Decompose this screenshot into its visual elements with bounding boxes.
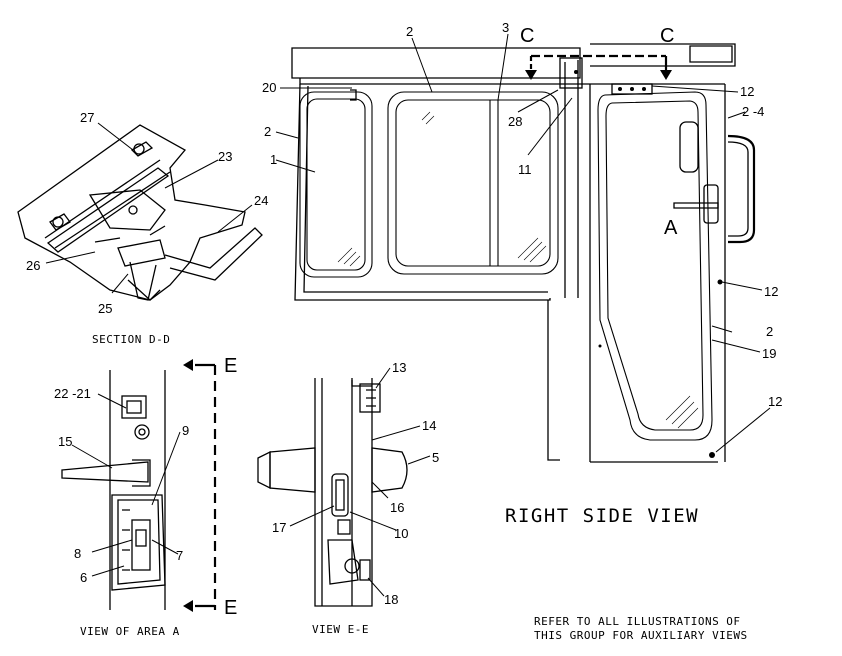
callout-12-bottom: 12 [768, 394, 782, 409]
callout-26: 26 [26, 258, 40, 273]
callout-12-mid: 12 [764, 284, 778, 299]
callout-7: 7 [176, 548, 183, 563]
section-c-marker-right: C [660, 25, 674, 47]
callout-2-front: 2 [264, 124, 271, 139]
callout-5: 5 [432, 450, 439, 465]
auxiliary-views-note: REFER TO ALL ILLUSTRATIONS OF THIS GROUP… [534, 615, 748, 642]
view-e-e-caption: VIEW E-E [312, 623, 369, 636]
section-d-d: 27 23 24 26 25 SECTION D-D [17, 110, 268, 346]
callout-2-4: 2 -4 [742, 104, 764, 119]
callout-9: 9 [182, 423, 189, 438]
section-e-marker-bottom: E [224, 597, 237, 619]
callout-10: 10 [394, 526, 408, 541]
view-of-area-a: 22 -21 15 9 8 7 6 E E VIEW OF AREA A [54, 355, 237, 638]
callout-2-roof: 2 [406, 24, 413, 39]
callout-1: 1 [270, 152, 277, 167]
note-line-1: REFER TO ALL ILLUSTRATIONS OF [534, 615, 741, 628]
callout-22-21: 22 -21 [54, 386, 91, 401]
callout-8: 8 [74, 546, 81, 561]
right-side-view-title: RIGHT SIDE VIEW [505, 505, 699, 527]
view-e-e: 13 14 16 17 10 18 5 VIEW E-E [257, 360, 439, 636]
callout-28: 28 [508, 114, 522, 129]
callout-15: 15 [58, 434, 72, 449]
callout-19: 19 [762, 346, 776, 361]
callout-18: 18 [384, 592, 398, 607]
callout-20: 20 [262, 80, 276, 95]
callout-12-top: 12 [740, 84, 754, 99]
callout-3: 3 [502, 20, 509, 35]
section-e-marker-top: E [224, 355, 237, 377]
callout-23: 23 [218, 149, 232, 164]
right-side-view: 2 3 20 2 1 28 11 12 2 -4 A 12 2 19 12 C … [262, 20, 782, 527]
callout-27: 27 [80, 110, 94, 125]
callout-14: 14 [422, 418, 436, 433]
callout-11: 11 [518, 162, 532, 177]
section-d-d-caption: SECTION D-D [92, 333, 170, 346]
callout-16: 16 [390, 500, 404, 515]
callout-2-door: 2 [766, 324, 773, 339]
note-line-2: THIS GROUP FOR AUXILIARY VIEWS [534, 629, 748, 642]
view-of-area-a-caption: VIEW OF AREA A [80, 625, 180, 638]
callout-13: 13 [392, 360, 406, 375]
callout-6: 6 [80, 570, 87, 585]
callout-17: 17 [272, 520, 286, 535]
callout-24: 24 [254, 193, 268, 208]
section-c-marker-left: C [520, 25, 534, 47]
callout-25: 25 [98, 301, 112, 316]
area-a-marker: A [664, 217, 678, 239]
